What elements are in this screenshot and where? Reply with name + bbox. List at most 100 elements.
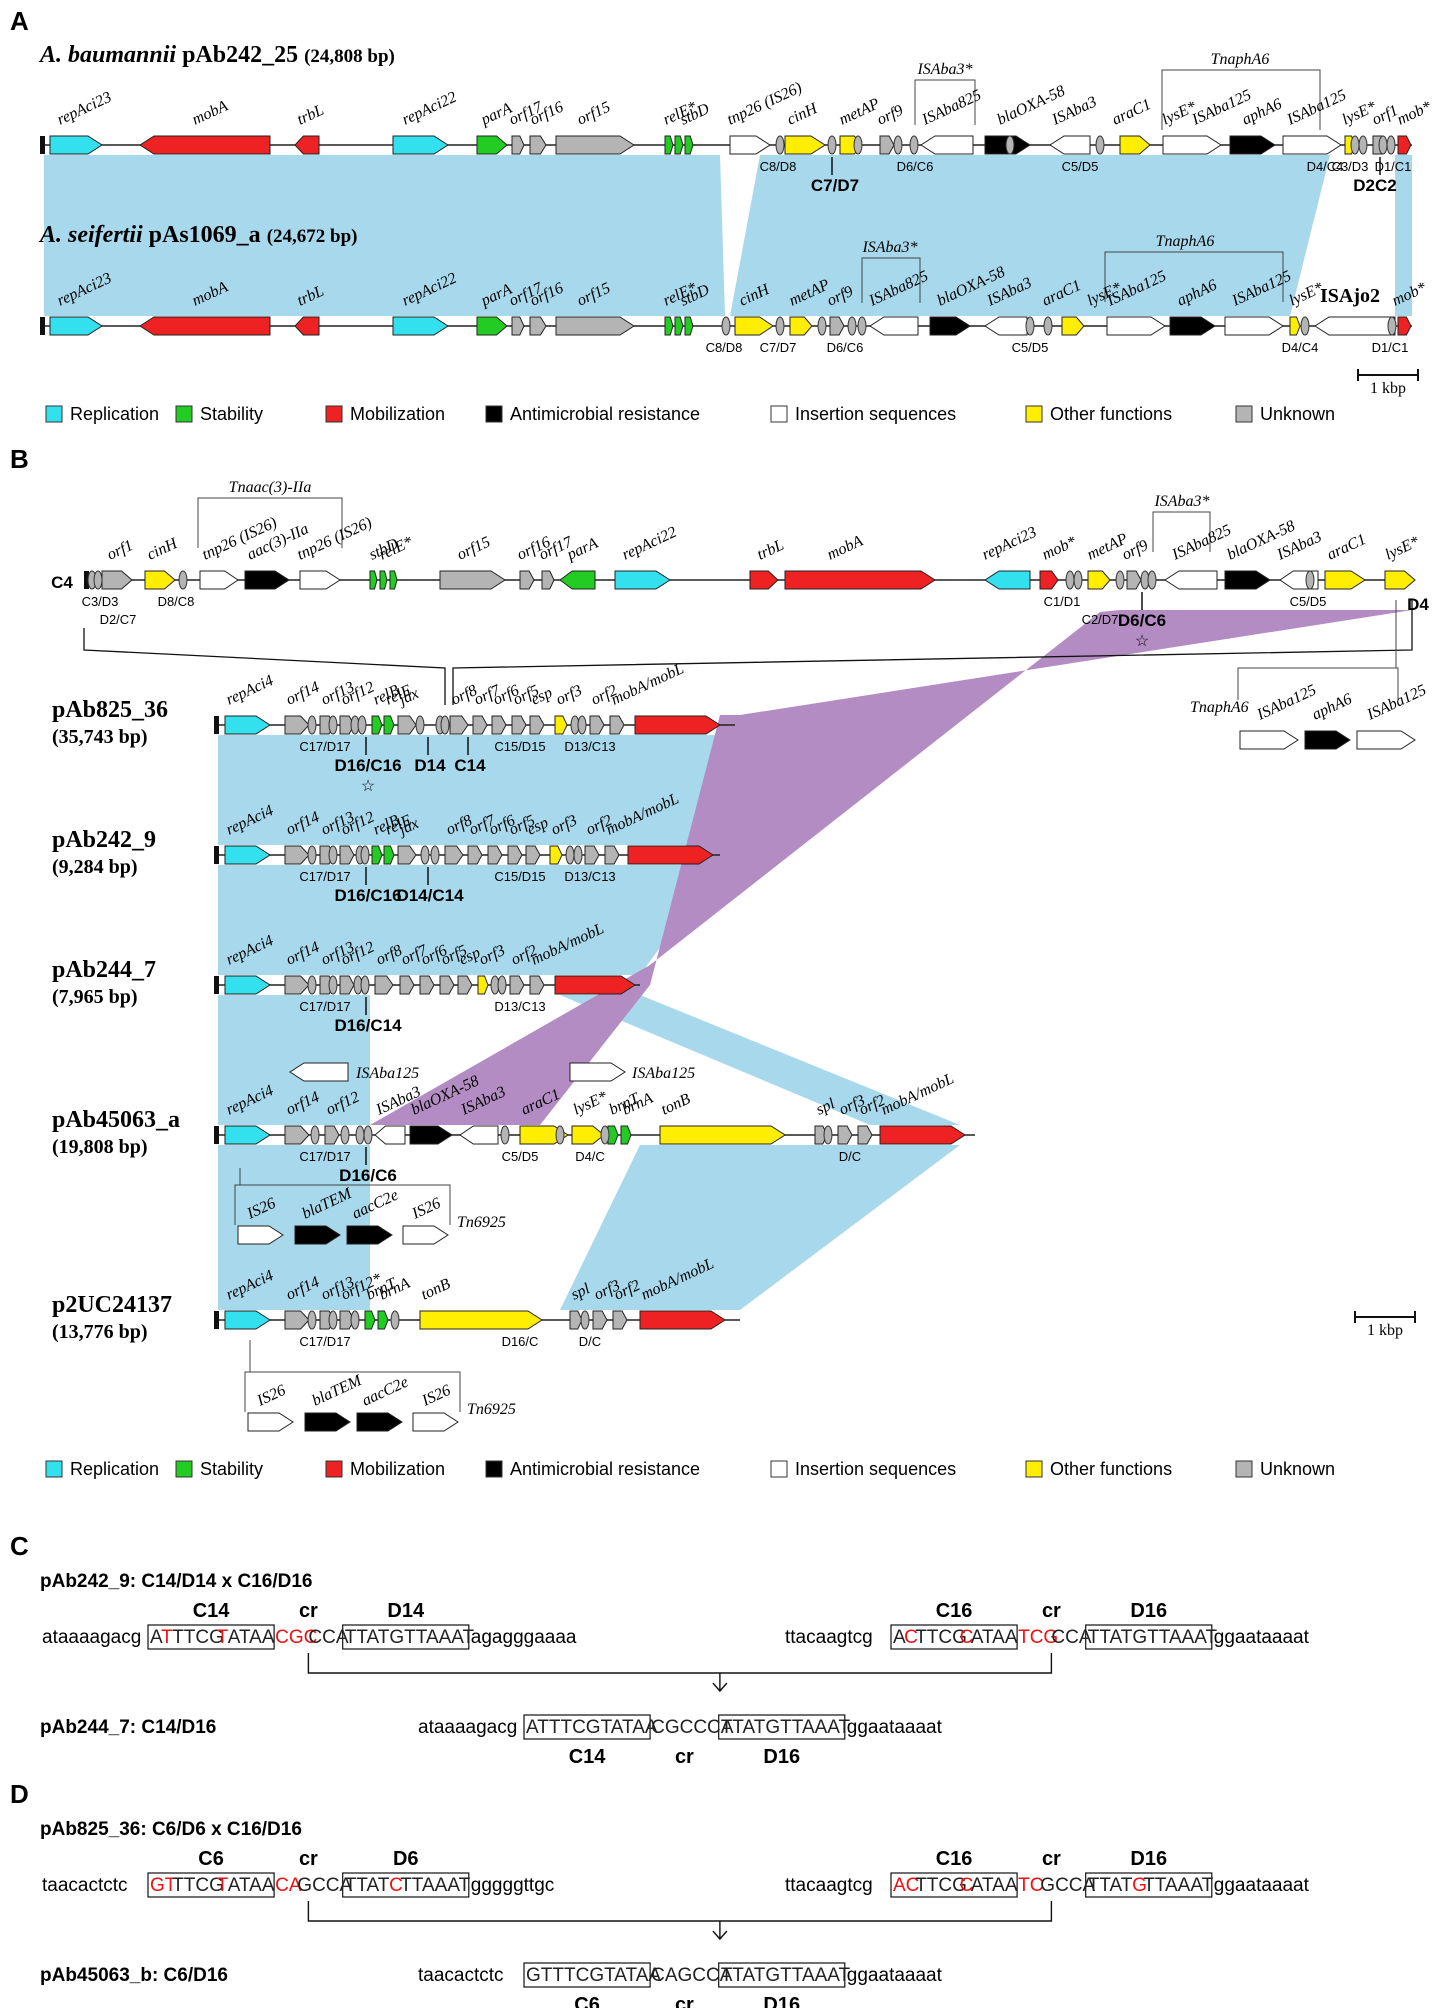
gene-isaba125: [1239, 730, 1299, 750]
gene-is26: [237, 1225, 284, 1245]
gene-label: IS26: [419, 1382, 454, 1410]
gene-ISAba3: [1049, 135, 1091, 155]
gene-label: mob*: [1395, 98, 1434, 128]
recombination-connector: [307, 1901, 1053, 1922]
insert-bracket: [452, 600, 1413, 705]
backbone-end: [84, 571, 89, 589]
plasmid-name: p2UC24137: [52, 1292, 172, 1318]
backbone-end: [214, 716, 219, 734]
site-label: C17/D17: [299, 739, 350, 754]
gene-b: [509, 975, 525, 995]
site-label: D6/C6: [897, 159, 934, 174]
site-label-bold: D2C2: [1353, 176, 1396, 195]
gene-label: ISAba825: [919, 87, 984, 130]
plasmid-name: pAb244_7: [52, 957, 156, 983]
site-label: C3/D3: [82, 594, 119, 609]
seq-flank: taacactctc: [42, 1875, 128, 1896]
gene-top: [1039, 570, 1059, 590]
gene-orf9: [789, 316, 813, 336]
homology-band: [1395, 155, 1412, 316]
gene-lysE*: [1289, 316, 1301, 336]
gene-b: [459, 1125, 499, 1145]
recombination-site: [1300, 316, 1310, 336]
gene-b: [525, 845, 541, 865]
gene-label: lysE*: [1383, 533, 1422, 563]
gene-orf17: [511, 135, 525, 155]
gene-top: [519, 570, 535, 590]
gene-b: [472, 715, 488, 735]
gene-b: [224, 845, 271, 865]
gene-b: [627, 845, 714, 865]
backbone-end: [214, 976, 219, 994]
core-box: [718, 1714, 846, 1740]
gene-top: [1324, 570, 1366, 590]
gene-label: repAci23: [980, 524, 1040, 564]
recombination-site: [555, 1125, 565, 1145]
gene-label: IS26: [254, 1382, 289, 1410]
gene-stbD: [674, 135, 684, 155]
site-label: C1/D1: [1044, 594, 1081, 609]
gene-b: [659, 1125, 786, 1145]
site-label: D4/C4: [1307, 159, 1344, 174]
gene-label: relE*: [377, 533, 416, 563]
site-label-bold: C14: [454, 756, 486, 775]
gene-b: [284, 715, 310, 735]
legend-label-resistance: Antimicrobial resistance: [510, 1459, 700, 1479]
element-bracket: [1237, 667, 1399, 700]
gene-b: [383, 845, 395, 865]
recombination-site: [600, 1125, 610, 1145]
mismatch-base: CA: [275, 1875, 302, 1896]
legend-label-mobilization: Mobilization: [350, 404, 445, 424]
gene-b: [554, 715, 568, 735]
core-box: [1085, 1872, 1213, 1898]
seq-base: GCCA: [1040, 1875, 1095, 1896]
site-label: C15/D15: [494, 869, 545, 884]
gene-label: repAci23: [55, 89, 115, 129]
site-heading: C6: [574, 1994, 600, 2008]
gene-is26: [402, 1225, 449, 1245]
recombination-site: [775, 135, 785, 155]
gene-top: [784, 570, 936, 590]
recombination-site: [1043, 316, 1053, 336]
gene-label: tonB: [659, 1090, 694, 1118]
site-label: C17/D17: [299, 999, 350, 1014]
gene-label: blaTEM: [310, 1371, 366, 1409]
gene-b: [324, 1125, 340, 1145]
bracket-label: TnaphA6: [1211, 51, 1270, 68]
legend-label-replication: Replication: [70, 404, 159, 424]
legend-swatch-resistance: [485, 405, 503, 423]
recombination-site: [1387, 316, 1397, 336]
site-heading: cr: [1042, 1600, 1061, 1622]
gene-label: mobA: [190, 97, 231, 128]
gene-ISAba125: [1224, 316, 1284, 336]
recombination-site: [328, 715, 338, 735]
gene-label: ISAba125: [1284, 87, 1349, 130]
gene-b: [374, 1125, 406, 1145]
recombination-site: [93, 570, 103, 590]
gene-mob*: [1397, 135, 1412, 155]
element-bracket: [197, 497, 343, 548]
gene-b: [511, 715, 527, 735]
gene-label: orf15: [455, 534, 494, 564]
site-label: C5/D5: [1290, 594, 1327, 609]
plasmid-size: (9,284 bp): [52, 856, 138, 878]
recombination-site: [340, 1125, 350, 1145]
recombination-site: [390, 1310, 400, 1330]
recombination-site: [307, 845, 317, 865]
gene-tnp26 (IS26): [684, 135, 694, 155]
mismatch-base: CGC: [275, 1627, 317, 1648]
core-box: [342, 1872, 470, 1898]
inversion-band: [370, 610, 1412, 1125]
seq-base: ATAA: [228, 1627, 275, 1648]
gene-label: tnp26 (IS26): [295, 514, 375, 563]
gene-label: mobA: [825, 532, 866, 563]
seq-base: TTCG: [915, 1627, 967, 1648]
gene-top: [614, 570, 671, 590]
gene-aacc2e: [346, 1225, 393, 1245]
core-box: [890, 1872, 1018, 1898]
backbone-end: [214, 1126, 219, 1144]
panel-letter: D: [10, 1779, 29, 1809]
scale-bar-label: 1 kbp: [1367, 1322, 1403, 1339]
element-bracket: [914, 79, 976, 125]
tn6925-label: Tn6925: [467, 1401, 516, 1418]
